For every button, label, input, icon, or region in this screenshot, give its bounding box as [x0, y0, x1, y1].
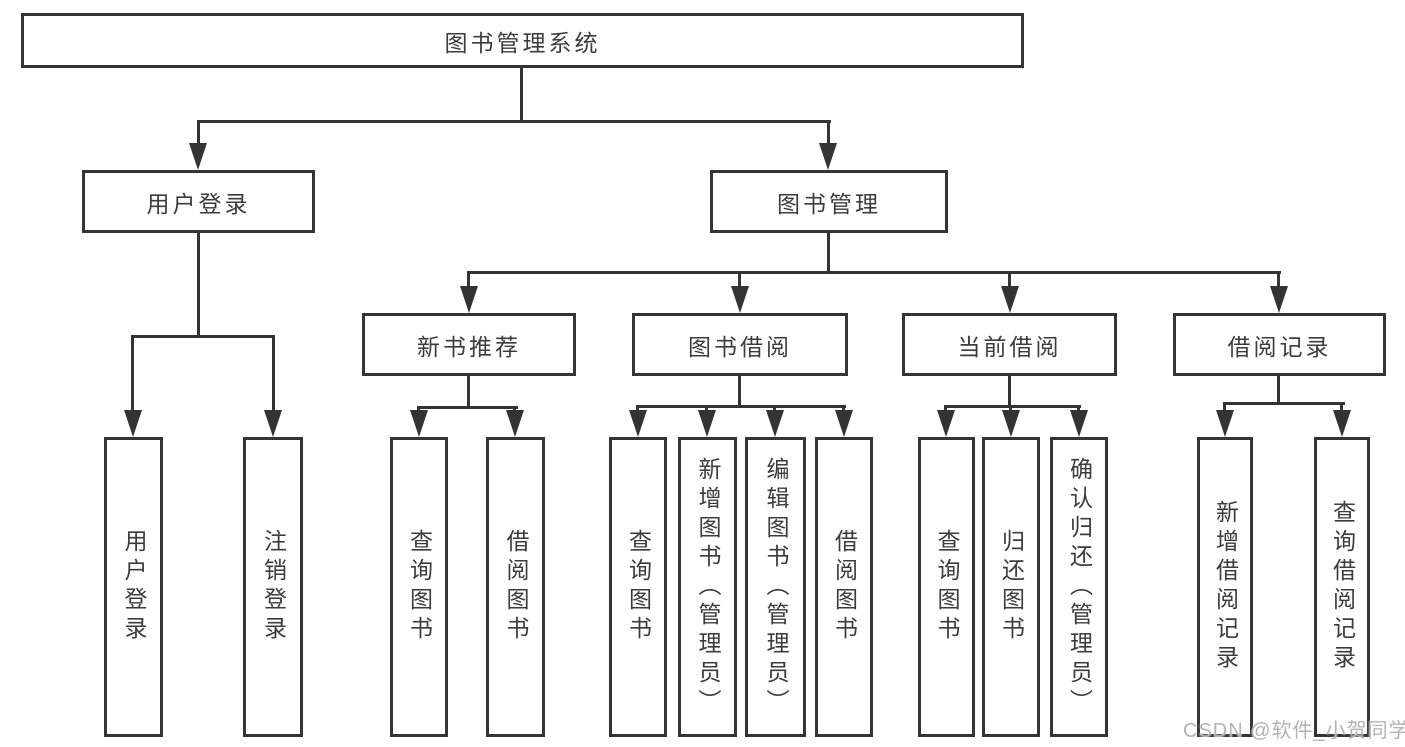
leaf-current-3-label: 确认归还（管理员） — [1066, 456, 1093, 718]
leaf-borrow-3: 编辑图书（管理员） — [745, 437, 806, 737]
connector-vline — [1223, 402, 1226, 414]
arrowhead-down-icon — [410, 410, 428, 437]
arrowhead-down-icon — [937, 410, 955, 437]
node-root: 图书管理系统 — [21, 13, 1024, 68]
leaf-current-3: 确认归还（管理员） — [1050, 437, 1108, 737]
connector-vline — [944, 405, 947, 414]
connector-vline — [197, 120, 200, 145]
connector-vline — [827, 120, 830, 145]
leaf-borrow-3-label: 编辑图书（管理员） — [763, 456, 789, 718]
watermark-text: CSDN @软件_小贺同学 — [1183, 720, 1405, 742]
arrowhead-down-icon — [819, 143, 837, 170]
connector-hline — [417, 406, 518, 409]
node-book-borrow: 图书借阅 — [632, 313, 848, 376]
connector-vline — [636, 405, 639, 414]
node-new-book-rec: 新书推荐 — [362, 313, 576, 376]
arrowhead-down-icon — [1070, 410, 1088, 437]
leaf-records-1-label: 新增借阅记录 — [1212, 500, 1239, 674]
arrowhead-down-icon — [1270, 286, 1288, 313]
arrowhead-down-icon — [1002, 410, 1020, 437]
arrowhead-down-icon — [124, 410, 142, 437]
connector-vline — [842, 405, 845, 414]
connector-hline — [467, 271, 1281, 274]
connector-vline — [1008, 271, 1011, 289]
connector-vline — [1009, 405, 1012, 414]
arrowhead-down-icon — [629, 410, 647, 437]
leaf-current-2-label: 归还图书 — [998, 529, 1025, 645]
leaf-user-login-1-label: 用户登录 — [121, 529, 147, 645]
connector-vline — [738, 271, 741, 289]
connector-hline — [636, 405, 846, 408]
leaf-current-2: 归还图书 — [982, 437, 1040, 737]
arrowhead-down-icon — [835, 410, 853, 437]
arrowhead-down-icon — [1216, 410, 1234, 437]
connector-vline — [773, 405, 776, 414]
arrowhead-down-icon — [1333, 410, 1351, 437]
node-book-mgmt: 图书管理 — [710, 170, 948, 233]
connector-vline — [1008, 376, 1011, 408]
leaf-current-1-label: 查询图书 — [934, 529, 960, 645]
leaf-user-login-2: 注销登录 — [243, 437, 303, 737]
leaf-records-2-label: 查询借阅记录 — [1329, 500, 1356, 674]
arrowhead-down-icon — [766, 410, 784, 437]
leaf-user-login-2-label: 注销登录 — [260, 529, 287, 645]
leaf-user-login-1: 用户登录 — [104, 437, 163, 737]
node-borrow-records-label: 借阅记录 — [1227, 333, 1332, 360]
node-root-label: 图书管理系统 — [444, 29, 601, 56]
arrowhead-down-icon — [506, 410, 524, 437]
leaf-records-2: 查询借阅记录 — [1314, 437, 1370, 737]
connector-vline — [520, 68, 523, 122]
leaf-borrow-2: 新增图书（管理员） — [678, 437, 737, 737]
leaf-borrow-1-label: 查询图书 — [625, 529, 652, 645]
connector-vline — [1277, 271, 1280, 289]
arrowhead-down-icon — [731, 286, 749, 313]
node-user-login-label: 用户登录 — [146, 190, 251, 217]
leaf-current-1: 查询图书 — [918, 437, 975, 737]
node-user-login: 用户登录 — [82, 170, 315, 233]
connector-vline — [1077, 405, 1080, 414]
arrowhead-down-icon — [698, 410, 716, 437]
leaf-new-book-2: 借阅图书 — [486, 437, 545, 737]
leaf-borrow-4-label: 借阅图书 — [831, 529, 858, 645]
node-book-borrow-label: 图书借阅 — [688, 333, 792, 360]
connector-vline — [705, 405, 708, 414]
connector-vline — [467, 271, 470, 289]
node-book-mgmt-label: 图书管理 — [777, 190, 881, 217]
connector-vline — [1277, 376, 1280, 405]
node-new-book-rec-label: 新书推荐 — [417, 333, 521, 360]
connector-vline — [131, 335, 134, 412]
arrowhead-down-icon — [189, 143, 207, 170]
arrowhead-down-icon — [460, 286, 478, 313]
node-borrow-records: 借阅记录 — [1173, 313, 1386, 376]
node-current-borrow: 当前借阅 — [902, 313, 1117, 376]
connector-vline — [197, 233, 200, 337]
leaf-records-1: 新增借阅记录 — [1197, 437, 1253, 737]
connector-hline — [131, 335, 275, 338]
arrowhead-down-icon — [1001, 286, 1019, 313]
leaf-borrow-1: 查询图书 — [609, 437, 667, 737]
connector-hline — [197, 120, 831, 123]
connector-vline — [1340, 402, 1343, 414]
connector-vline — [467, 376, 470, 409]
leaf-borrow-4: 借阅图书 — [815, 437, 873, 737]
connector-vline — [738, 376, 741, 408]
connector-vline — [272, 335, 275, 412]
leaf-borrow-2-label: 新增图书（管理员） — [695, 456, 721, 718]
node-current-borrow-label: 当前借阅 — [957, 333, 1062, 360]
connector-hline — [1223, 402, 1345, 405]
leaf-new-book-1-label: 查询图书 — [406, 529, 433, 645]
leaf-new-book-2-label: 借阅图书 — [503, 529, 529, 645]
arrowhead-down-icon — [264, 410, 282, 437]
connector-hline — [944, 405, 1081, 408]
connector-vline — [827, 233, 830, 274]
leaf-new-book-1: 查询图书 — [390, 437, 448, 737]
